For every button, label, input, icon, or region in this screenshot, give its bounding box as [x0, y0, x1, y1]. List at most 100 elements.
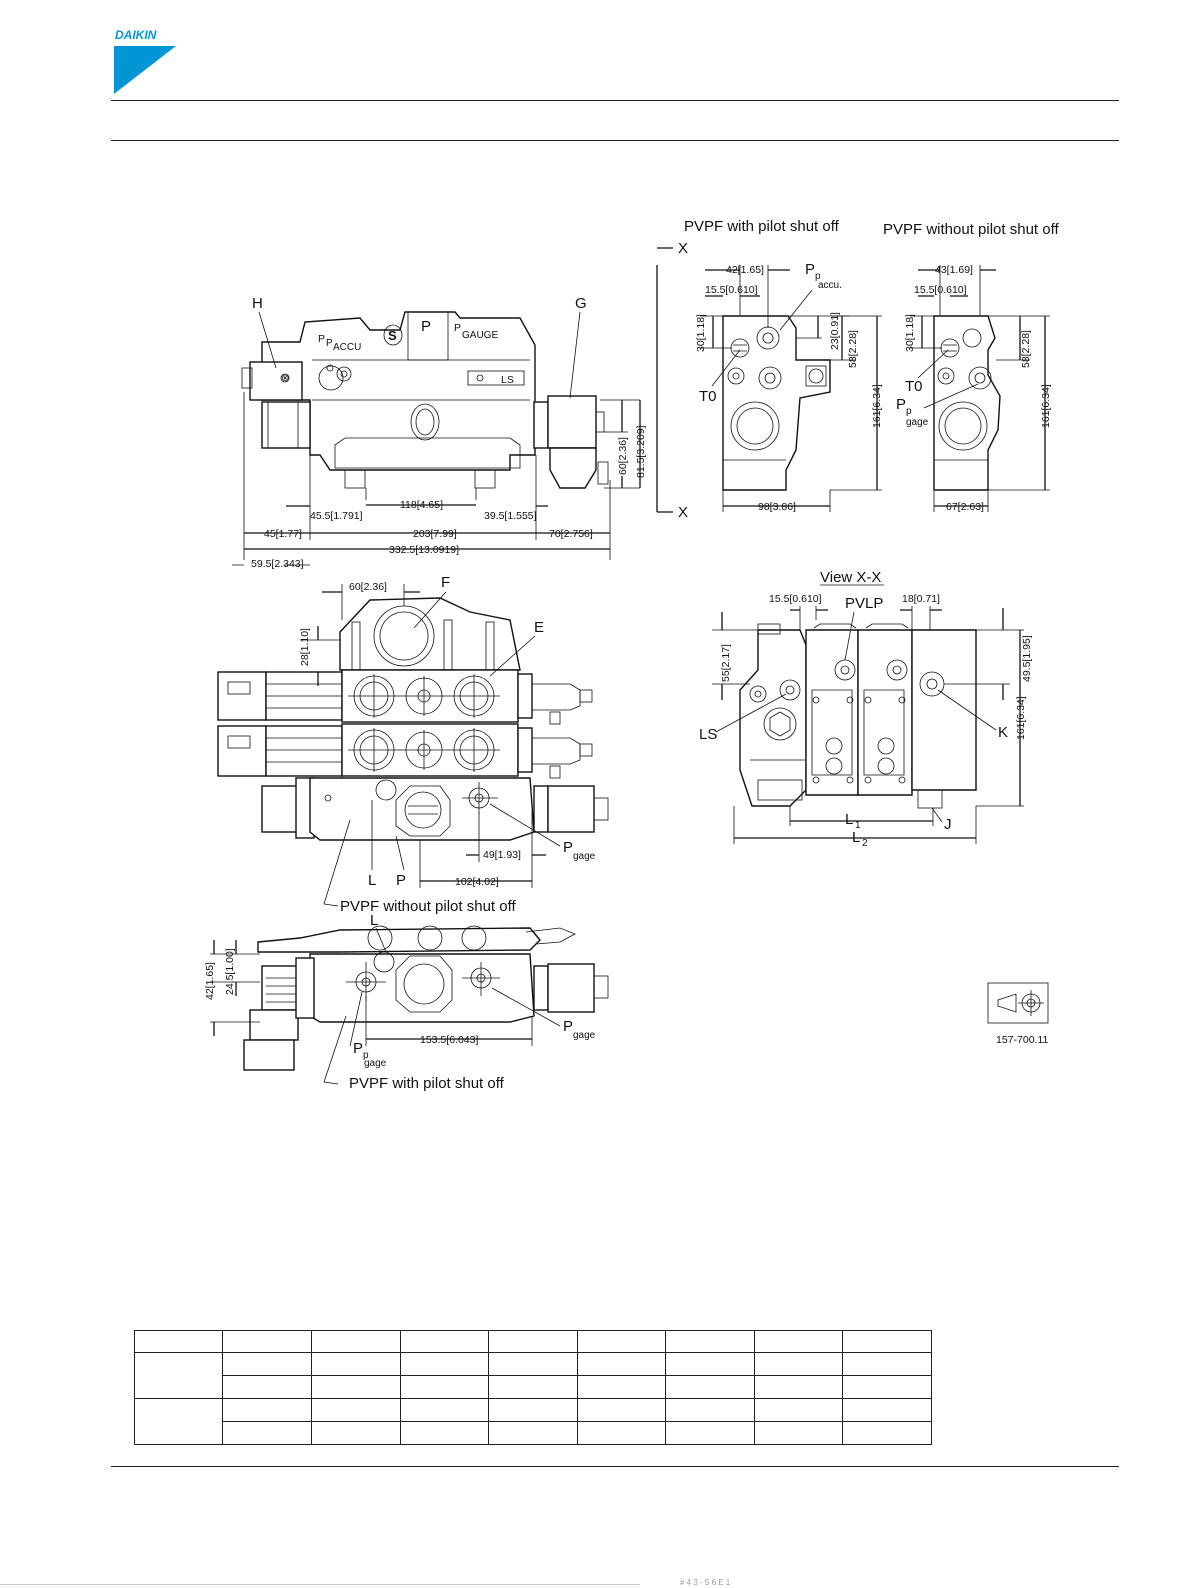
group-label-cell	[134, 1398, 223, 1445]
table-row	[134, 1352, 932, 1399]
svg-text:P: P	[396, 872, 406, 889]
table-cell	[754, 1375, 843, 1399]
table-cell	[222, 1398, 312, 1422]
svg-text:42[1.65]: 42[1.65]	[726, 264, 764, 276]
svg-text:23[0.91]: 23[0.91]	[829, 312, 841, 350]
table-cell	[577, 1398, 666, 1422]
table-cell	[577, 1375, 666, 1399]
dimension-drawing: ⊗ S LS H G P P GAUGE P P ACCU 60[2.3	[204, 218, 1059, 1092]
table-cell	[400, 1352, 489, 1376]
table-cell	[400, 1375, 489, 1399]
svg-text:gage: gage	[906, 417, 929, 428]
svg-text:P: P	[326, 338, 333, 349]
svg-text:332.5[13.0919]: 332.5[13.0919]	[389, 544, 459, 556]
svg-text:J: J	[944, 816, 952, 833]
header-cell	[754, 1330, 843, 1353]
svg-text:1: 1	[855, 820, 861, 831]
svg-text:View X-X: View X-X	[820, 569, 881, 586]
svg-text:LS: LS	[699, 726, 717, 743]
svg-text:L: L	[845, 811, 853, 828]
header-cell	[577, 1330, 666, 1353]
table-cell	[311, 1352, 401, 1376]
svg-text:43[1.69]: 43[1.69]	[935, 264, 973, 276]
svg-text:L: L	[368, 872, 376, 889]
daikin-logo: DAIKIN	[114, 28, 176, 94]
svg-text:81.5[3.209]: 81.5[3.209]	[635, 425, 647, 478]
projection-symbol: 157-700.11	[987, 982, 1049, 1046]
svg-text:60[2.36]: 60[2.36]	[617, 437, 629, 475]
table-cell	[400, 1398, 489, 1422]
table-row	[135, 1375, 932, 1399]
svg-text:T0: T0	[905, 378, 923, 395]
svg-text:P: P	[318, 333, 325, 345]
svg-text:42[1.65]: 42[1.65]	[204, 962, 216, 1000]
svg-text:X: X	[678, 504, 688, 521]
svg-text:P: P	[353, 1040, 363, 1057]
svg-text:X: X	[678, 240, 688, 257]
table-cell	[311, 1398, 401, 1422]
svg-text:S: S	[388, 328, 397, 343]
svg-text:P: P	[805, 261, 815, 278]
table-cell	[488, 1352, 578, 1376]
table-cell	[222, 1375, 312, 1399]
header-cell	[488, 1330, 578, 1353]
svg-text:LS: LS	[501, 374, 514, 386]
svg-text:P: P	[421, 318, 431, 335]
svg-text:P: P	[454, 322, 461, 334]
svg-text:67[2.63]: 67[2.63]	[946, 501, 984, 513]
svg-text:P: P	[896, 396, 906, 413]
table-header-row	[134, 1330, 932, 1353]
svg-text:gage: gage	[364, 1058, 387, 1069]
svg-text:45[1.77]: 45[1.77]	[264, 528, 302, 540]
svg-text:p: p	[363, 1050, 369, 1061]
svg-text:PVPF without pilot shut off: PVPF without pilot shut off	[340, 898, 516, 915]
table-row	[134, 1398, 932, 1445]
svg-text:⊗: ⊗	[281, 373, 289, 384]
svg-text:58[2.28]: 58[2.28]	[847, 330, 859, 368]
svg-text:K: K	[998, 724, 1008, 741]
table-cell	[311, 1421, 401, 1445]
table-cell	[842, 1375, 932, 1399]
svg-text:p: p	[815, 271, 821, 282]
svg-text:161[6.34]: 161[6.34]	[871, 384, 883, 428]
header-cell	[400, 1330, 489, 1353]
table-row	[135, 1421, 932, 1445]
svg-text:15.5[0.610]: 15.5[0.610]	[914, 284, 967, 296]
svg-text:102[4.02]: 102[4.02]	[455, 876, 499, 888]
svg-text:18[0.71]: 18[0.71]	[902, 593, 940, 605]
svg-text:p: p	[906, 406, 912, 417]
table-cell	[488, 1398, 578, 1422]
svg-text:39.5[1.555]: 39.5[1.555]	[484, 510, 537, 522]
svg-text:PVLP: PVLP	[845, 595, 883, 612]
svg-text:161[6.34]: 161[6.34]	[1015, 696, 1027, 740]
table-cell	[577, 1352, 666, 1376]
svg-text:157-700.11: 157-700.11	[996, 1034, 1049, 1046]
group-label-cell	[134, 1352, 223, 1399]
table-cell	[577, 1421, 666, 1445]
header-cell	[134, 1330, 223, 1353]
table-cell	[488, 1421, 578, 1445]
side-views: PVPF with pilot shut off PVPF without pi…	[656, 218, 1059, 521]
svg-text:15.5[0.610]: 15.5[0.610]	[705, 284, 758, 296]
svg-text:161[6.34]: 161[6.34]	[1040, 384, 1052, 428]
svg-text:P: P	[563, 1018, 573, 1035]
header-rule-bottom	[111, 140, 1119, 141]
svg-text:PVPF with pilot shut off: PVPF with pilot shut off	[684, 218, 840, 235]
svg-text:GAUGE: GAUGE	[462, 330, 498, 341]
footer-rule	[111, 1466, 1119, 1467]
logo-text: DAIKIN	[115, 28, 157, 42]
svg-text:accu.: accu.	[818, 280, 842, 291]
svg-text:45.5[1.791]: 45.5[1.791]	[310, 510, 363, 522]
table-cell	[754, 1398, 843, 1422]
svg-text:H: H	[252, 295, 263, 312]
bottom-strip	[0, 1584, 640, 1585]
svg-text:15.5[0.610]: 15.5[0.610]	[769, 593, 822, 605]
svg-text:24.5[1.00]: 24.5[1.00]	[224, 948, 236, 995]
header-cell	[311, 1330, 401, 1353]
svg-text:55[2.17]: 55[2.17]	[720, 644, 732, 682]
svg-text:153.5[6.043]: 153.5[6.043]	[420, 1034, 478, 1046]
svg-text:L: L	[852, 829, 860, 846]
header-rule-top	[111, 100, 1119, 101]
table-cell	[311, 1375, 401, 1399]
svg-text:118[4.65]: 118[4.65]	[400, 499, 443, 511]
